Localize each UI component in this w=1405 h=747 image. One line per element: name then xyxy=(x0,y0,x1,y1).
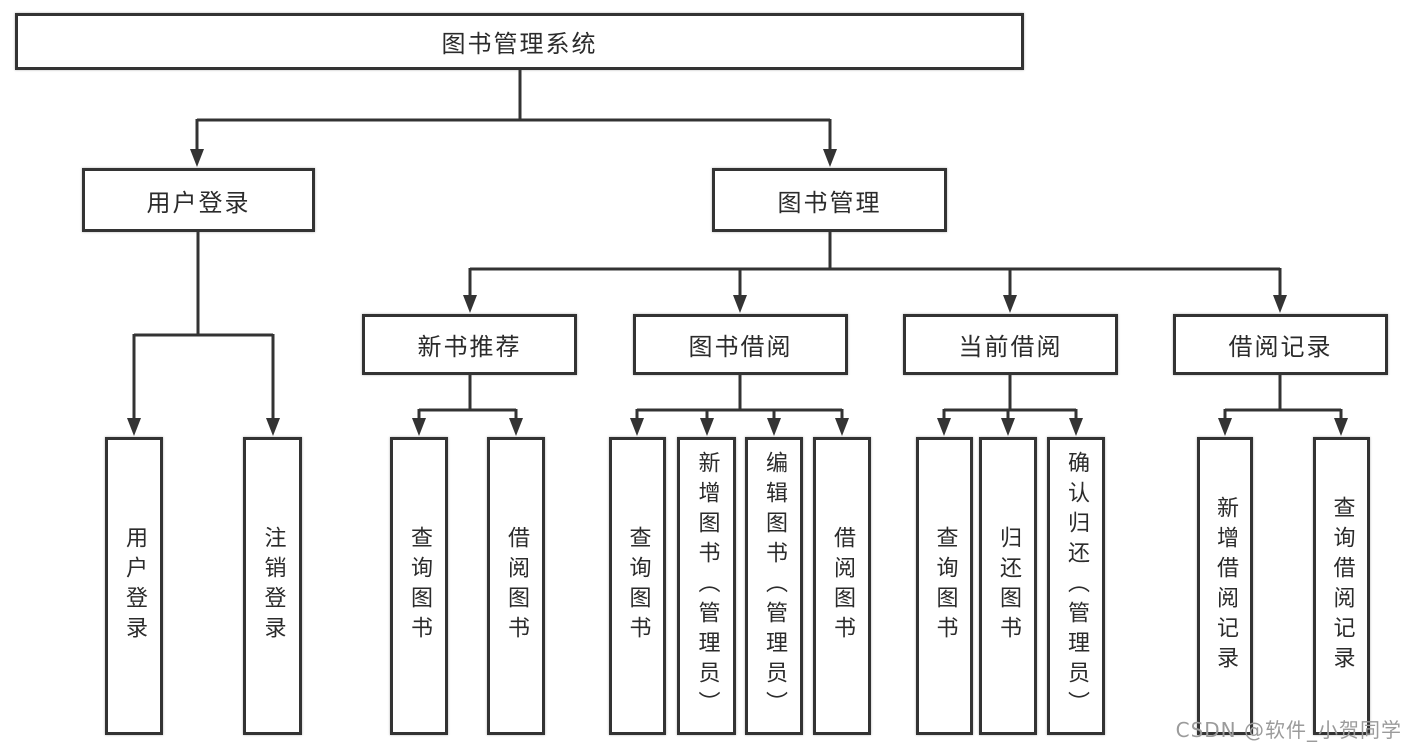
leaf-query-book-borrow: 查询图书 xyxy=(609,437,666,735)
leaf-add-borrow-record: 新增借阅记录 xyxy=(1197,437,1253,735)
leaf-borrow-book: 借阅图书 xyxy=(813,437,871,735)
leaf-add-book-admin: 新增图书（管理员） xyxy=(677,437,736,735)
node-borrow-records-label: 借阅记录 xyxy=(1228,333,1333,361)
leaf-query-borrow-record-label: 查询借阅记录 xyxy=(1329,496,1355,676)
leaf-user-login: 用户登录 xyxy=(105,437,163,735)
leaf-edit-book-admin-label: 编辑图书（管理员） xyxy=(762,451,787,721)
leaf-return-book-label: 归还图书 xyxy=(996,526,1021,646)
node-new-book-recommend-label: 新书推荐 xyxy=(417,333,522,361)
node-borrow-records: 借阅记录 xyxy=(1173,314,1388,375)
leaf-return-book: 归还图书 xyxy=(979,437,1037,735)
leaf-borrow-book-label: 借阅图书 xyxy=(830,526,855,646)
leaf-borrow-book-recommend-label: 借阅图书 xyxy=(504,526,529,646)
node-book-management: 图书管理 xyxy=(712,168,947,232)
leaf-confirm-return-admin: 确认归还（管理员） xyxy=(1047,437,1105,735)
watermark: CSDN @软件_小贺同学 xyxy=(1175,718,1402,742)
node-book-borrow: 图书借阅 xyxy=(633,314,848,375)
leaf-user-login-label: 用户登录 xyxy=(122,526,147,646)
node-root-label: 图书管理系统 xyxy=(441,30,598,58)
leaf-add-book-admin-label: 新增图书（管理员） xyxy=(694,451,720,721)
node-current-borrow: 当前借阅 xyxy=(903,314,1118,375)
leaf-query-book-recommend-label: 查询图书 xyxy=(407,526,432,646)
node-book-management-label: 图书管理 xyxy=(777,188,882,217)
node-book-borrow-label: 图书借阅 xyxy=(688,333,793,361)
leaf-query-book-current-label: 查询图书 xyxy=(932,526,958,646)
leaf-edit-book-admin: 编辑图书（管理员） xyxy=(745,437,803,735)
leaf-query-borrow-record: 查询借阅记录 xyxy=(1313,437,1370,735)
leaf-logout: 注销登录 xyxy=(243,437,302,735)
leaf-query-book-recommend: 查询图书 xyxy=(390,437,448,735)
leaf-confirm-return-admin-label: 确认归还（管理员） xyxy=(1064,451,1089,721)
node-user-login: 用户登录 xyxy=(82,168,315,232)
leaf-query-book-current: 查询图书 xyxy=(916,437,973,735)
node-user-login-label: 用户登录 xyxy=(146,188,251,217)
leaf-query-book-borrow-label: 查询图书 xyxy=(625,526,651,646)
node-current-borrow-label: 当前借阅 xyxy=(958,333,1063,361)
leaf-add-borrow-record-label: 新增借阅记录 xyxy=(1213,496,1238,676)
leaf-borrow-book-recommend: 借阅图书 xyxy=(487,437,545,735)
leaf-logout-label: 注销登录 xyxy=(260,526,286,646)
node-root: 图书管理系统 xyxy=(15,13,1024,70)
node-new-book-recommend: 新书推荐 xyxy=(362,314,577,375)
